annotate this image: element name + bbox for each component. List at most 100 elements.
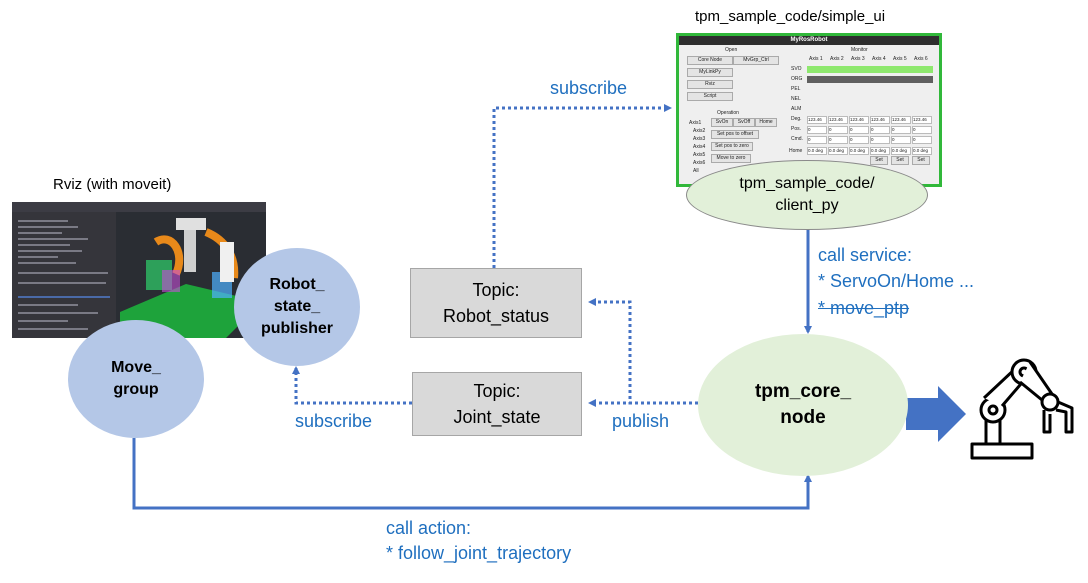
script-button[interactable]: Script bbox=[687, 92, 733, 101]
axis-header: Axis 5 bbox=[893, 56, 907, 62]
axis2-radio[interactable]: Axis2 bbox=[693, 128, 706, 134]
row-label: Home bbox=[789, 148, 803, 154]
subscribe-top-line bbox=[492, 104, 672, 268]
axis-header: Axis 3 bbox=[851, 56, 865, 62]
client-py-label: tpm_sample_code/ bbox=[739, 175, 875, 192]
client-py-node: tpm_sample_code/ client_py bbox=[686, 160, 928, 230]
rviz-screenshot bbox=[12, 202, 266, 338]
topic-name: Robot_status bbox=[442, 306, 550, 326]
open-header: Open bbox=[725, 47, 738, 53]
all-radio[interactable]: All bbox=[693, 168, 699, 174]
pos-value: 0 bbox=[849, 126, 869, 134]
subscribe-bottom-label: subscribe bbox=[295, 411, 373, 431]
home-value: 0.0 deg bbox=[891, 147, 911, 155]
set-button[interactable]: Set bbox=[912, 156, 930, 165]
monitor-header: Monitor bbox=[851, 47, 868, 53]
axis1-radio[interactable]: Axis1 bbox=[689, 120, 702, 126]
pos-value: 0 bbox=[891, 126, 911, 134]
topic-name: Joint_state bbox=[453, 407, 541, 427]
svoff-button[interactable]: SvOff bbox=[733, 118, 755, 127]
set-pos-zero-button[interactable]: Set pos to zero bbox=[711, 142, 753, 151]
move-to-zero-button[interactable]: Move to zero bbox=[711, 154, 751, 163]
subscribe-bottom-line bbox=[292, 366, 412, 405]
cmd-value[interactable]: 0 bbox=[870, 136, 890, 144]
deg-value: 123.46 bbox=[849, 116, 869, 124]
svo-status-bar bbox=[807, 66, 933, 73]
call-service-item: * ServoOn/Home ... bbox=[818, 271, 975, 291]
subscribe-top-label: subscribe bbox=[550, 78, 628, 98]
simple-ui-title: MyRosRobot bbox=[679, 36, 939, 45]
simple-ui-caption: tpm_sample_code/simple_ui bbox=[695, 8, 886, 25]
move-group-label: group bbox=[113, 381, 159, 398]
home-value: 0.0 deg bbox=[912, 147, 932, 155]
topic-label: Topic: bbox=[473, 381, 521, 401]
axis3-radio[interactable]: Axis3 bbox=[693, 136, 706, 142]
set-pos-offset-button[interactable]: Set pos to offset bbox=[711, 130, 759, 139]
topic-label: Topic: bbox=[472, 280, 520, 300]
row-label: Deg. bbox=[791, 116, 802, 122]
core-node-button[interactable]: Core Node bbox=[687, 56, 733, 65]
row-label: Cmd. bbox=[791, 136, 803, 142]
robot-status-topic: Topic: Robot_status bbox=[410, 268, 582, 338]
row-label: NEL bbox=[791, 96, 801, 102]
pos-value: 0 bbox=[828, 126, 848, 134]
axis-header: Axis 6 bbox=[914, 56, 928, 62]
core-node-label: tpm_core_ bbox=[754, 381, 852, 402]
mylinkpy-button[interactable]: MyLinkPy bbox=[687, 68, 733, 77]
call-service-title: call service: bbox=[818, 245, 913, 265]
tpm-core-node: tpm_core_ node bbox=[698, 334, 908, 476]
client-py-label: client_py bbox=[775, 197, 839, 214]
move-group-label: Move_ bbox=[111, 359, 161, 376]
call-action-item: * follow_joint_trajectory bbox=[386, 543, 572, 563]
axis6-radio[interactable]: Axis6 bbox=[693, 160, 706, 166]
row-label: SVO bbox=[791, 66, 802, 72]
rviz-caption: Rviz (with moveit) bbox=[53, 176, 172, 193]
mvgrp-ctrl-button[interactable]: MvGrp_Ctrl bbox=[733, 56, 779, 65]
joint-state-topic: Topic: Joint_state bbox=[412, 372, 582, 436]
row-label: ORG bbox=[791, 76, 803, 82]
org-status-bar bbox=[807, 76, 933, 83]
set-button[interactable]: Set bbox=[891, 156, 909, 165]
home-value: 0.0 deg bbox=[828, 147, 848, 155]
move-group-node: Move_ group bbox=[68, 320, 204, 438]
rsp-label: Robot_ bbox=[269, 276, 325, 293]
rsp-label: state_ bbox=[273, 298, 321, 315]
deg-value: 123.46 bbox=[912, 116, 932, 124]
rviz-button[interactable]: Rviz bbox=[687, 80, 733, 89]
right-arrow-icon bbox=[906, 386, 966, 442]
core-node-label: node bbox=[780, 407, 826, 428]
robot-state-publisher-node: Robot_ state_ publisher bbox=[234, 248, 360, 366]
cmd-value[interactable]: 0 bbox=[891, 136, 911, 144]
set-button[interactable]: Set bbox=[870, 156, 888, 165]
home-button[interactable]: Home bbox=[755, 118, 777, 127]
row-label: PEL bbox=[791, 86, 801, 92]
pos-value: 0 bbox=[870, 126, 890, 134]
axis-header: Axis 4 bbox=[872, 56, 886, 62]
cmd-value[interactable]: 0 bbox=[807, 136, 827, 144]
axis-header: Axis 1 bbox=[809, 56, 823, 62]
svon-button[interactable]: SvOn bbox=[711, 118, 733, 127]
operation-header: Operation bbox=[717, 110, 739, 116]
axis5-radio[interactable]: Axis5 bbox=[693, 152, 706, 158]
deg-value: 123.46 bbox=[870, 116, 890, 124]
call-service-item-struck: * move_ptp bbox=[818, 298, 910, 318]
axis4-radio[interactable]: Axis4 bbox=[693, 144, 706, 150]
deg-value: 123.46 bbox=[807, 116, 827, 124]
call-action-line bbox=[132, 438, 812, 510]
rsp-label: publisher bbox=[260, 320, 333, 337]
cmd-value[interactable]: 0 bbox=[828, 136, 848, 144]
publish-status-line bbox=[588, 298, 698, 405]
pos-value: 0 bbox=[912, 126, 932, 134]
cmd-value[interactable]: 0 bbox=[912, 136, 932, 144]
robot-arm-icon bbox=[970, 358, 1074, 460]
pos-value: 0 bbox=[807, 126, 827, 134]
home-value: 0.0 deg bbox=[849, 147, 869, 155]
row-label: Pos. bbox=[791, 126, 802, 132]
row-label: ALM bbox=[791, 106, 802, 112]
cmd-value[interactable]: 0 bbox=[849, 136, 869, 144]
home-value: 0.0 deg bbox=[807, 147, 827, 155]
call-action-title: call action: bbox=[386, 518, 472, 538]
axis-header: Axis 2 bbox=[830, 56, 844, 62]
